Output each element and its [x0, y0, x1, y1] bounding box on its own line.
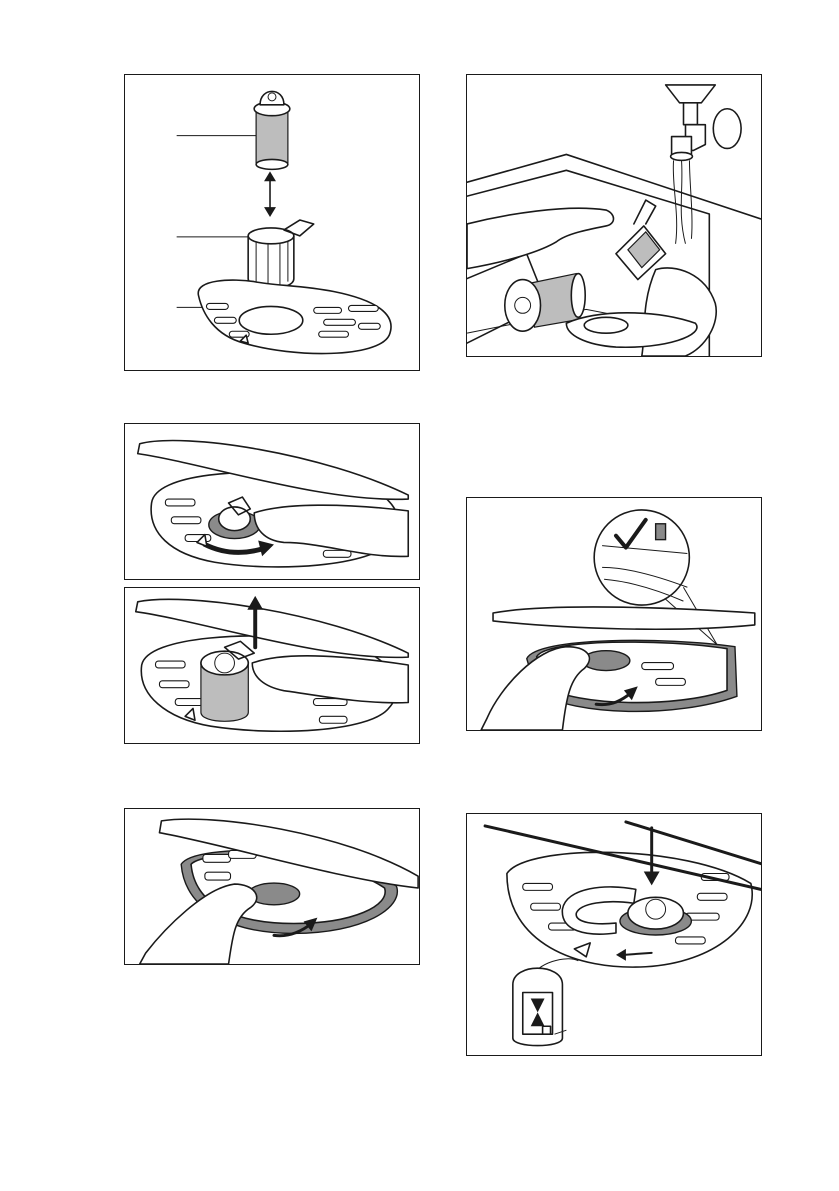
fine-filter-icon: [254, 91, 290, 169]
figure-filter-assembly: [124, 74, 420, 371]
sink-rim: [467, 154, 761, 219]
double-arrow-icon: [264, 171, 276, 217]
spray-arm: [493, 607, 755, 629]
figure-lift-filter: [124, 587, 420, 744]
remove-flat-filter-illustration: [125, 809, 419, 964]
figure-remove-flat-filter: [124, 808, 420, 965]
check-position-illustration: [467, 498, 761, 730]
filter-assembly-illustration: [125, 75, 419, 370]
lock-symbol-detail: [513, 959, 578, 1046]
lift-filter-illustration: [125, 588, 419, 743]
water-tap-icon: [666, 85, 741, 244]
rinse-illustration: [467, 75, 761, 356]
figure-flat-filter-check: [466, 497, 762, 731]
figure-turn-filter: [124, 423, 420, 580]
insert-lock-illustration: [467, 814, 761, 1055]
flat-filter-icon: [198, 280, 391, 353]
figure-insert-lock-filter: [466, 813, 762, 1056]
figure-rinse-filter: [466, 74, 762, 357]
turn-filter-illustration: [125, 424, 419, 579]
coarse-filter-icon: [248, 220, 314, 288]
